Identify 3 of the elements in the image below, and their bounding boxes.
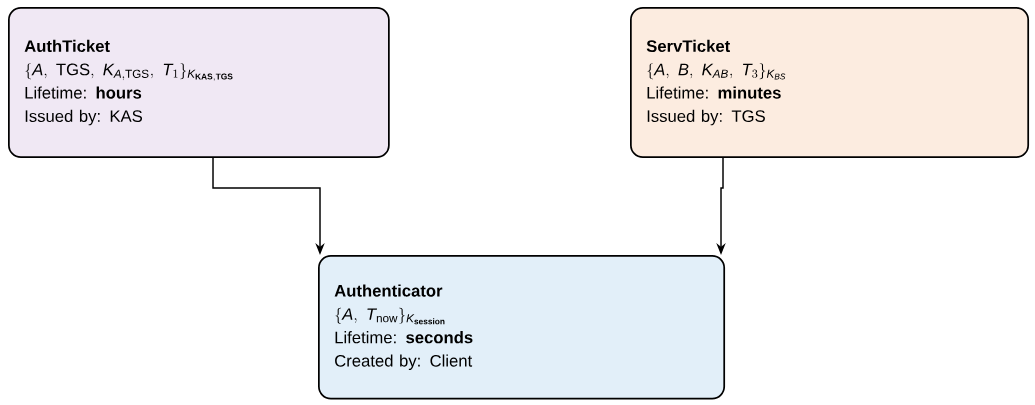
ticket-box: Authenticator $\{\mathit{A},\ \mathit{T}_{\mathrm{now}}\}_{\mathit{K}_{\mathbf{session}}}$ Lifetime: seconds Created by: Client [318,255,726,400]
ticket-box: ServTicket $\{\mathit{A},\ \mathit{B},\ \mathit{K}_{\mathit{AB}},\ \mathit{T}_{3}\}_{\mathit{K}_{\mathit{BS}}}$ Lifetime: minutes Issued by: TGS [630,7,1030,159]
ticket-box: AuthTicket $\{\mathit{A},\ \mathrm{TGS},\ \mathit{K}_{\mathit{A},\mathrm{TGS}},\ \mathit{T}_{1}\}_{\mathit{K}_{\mathbf{KAS},\mathbf{TGS}}}$ Lifetime: hours Issued by: KAS [8,7,390,159]
